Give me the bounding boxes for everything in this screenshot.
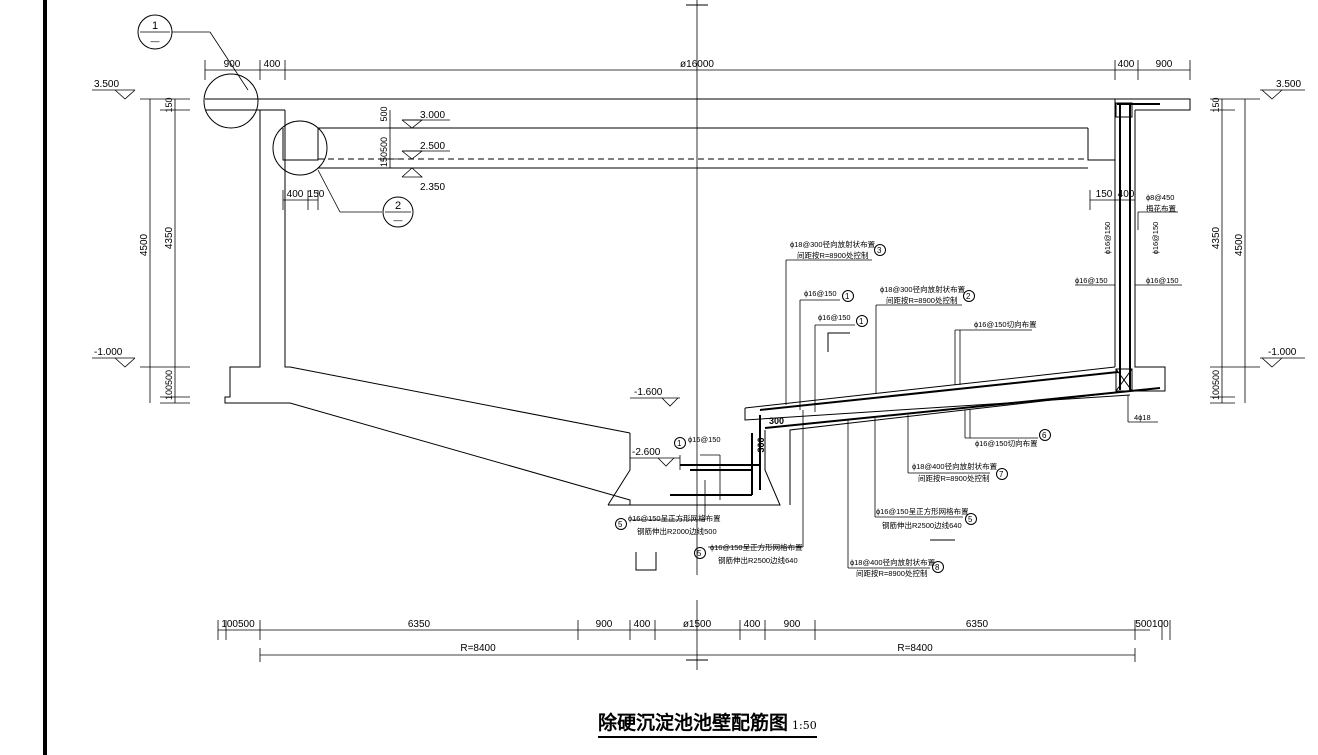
rebar-1b-num: 1: [859, 317, 864, 326]
detail-callout-2-label: 2: [395, 200, 401, 212]
dim-v4500-left: 4500: [139, 233, 150, 256]
rebar-6-num: 6: [1042, 431, 1047, 440]
dim-v4350-right: 4350: [1211, 226, 1222, 249]
rebar-5b-line1: ɸ16@150呈正方形网格布置: [710, 542, 803, 552]
dim-bot-900-left: 900: [596, 619, 613, 630]
elevation-sump-top: -1.600: [634, 387, 663, 398]
dim-diameter: ø16000: [680, 59, 714, 70]
rebar-mark-circles: [615, 244, 1051, 573]
rebar-8-num: 8: [935, 563, 940, 572]
dim-bot-6350-right: 6350: [966, 619, 989, 630]
dim-v150-right: 150: [1211, 97, 1221, 112]
rebar-7-num: 7: [999, 470, 1004, 479]
dim-v150500: 150500: [379, 137, 389, 167]
rebar-6-tangential: ɸ16@150切向布置: [975, 438, 1038, 448]
drawing-title-text: 除硬沉淀池池壁配筋图: [598, 712, 789, 734]
elevation-3000: 3.000: [420, 110, 445, 121]
dim-bot-400-left: 400: [634, 619, 651, 630]
dim-radius-left: R=8400: [460, 643, 496, 654]
dimension-lines: [140, 60, 1260, 662]
elevation-sump-bottom: -2.600: [632, 447, 661, 458]
dim-top-900-right: 900: [1156, 59, 1173, 70]
detail-callout-1-sub: —: [151, 36, 160, 46]
rebar-lines: [670, 102, 1161, 500]
rebar-sump-num: 1: [677, 439, 682, 448]
tank-section-outline: [205, 98, 1191, 506]
rebar-5a-line2: 钢筋伸出R2000边线500: [637, 526, 717, 536]
dim-bot-900-right: 900: [784, 619, 801, 630]
dim-top-900-left: 900: [224, 59, 241, 70]
rebar-7-line1: ɸ18@400径向放射状布置: [912, 461, 998, 471]
elevation-labels: 3.500 3.500 3.000 2.500 2.350 -1.000 -1.…: [94, 79, 1301, 458]
rebar-8-450-line1: ɸ8@450: [1146, 193, 1174, 202]
rebar-5a-line1: ɸ16@150呈正方形网格布置: [628, 513, 721, 523]
rebar-1b: ɸ16@150: [818, 313, 851, 322]
dim-v500: 500: [379, 106, 389, 121]
rebar-corner-bars: 4ɸ18: [1134, 413, 1151, 422]
dim-bot-100500: 100500: [221, 619, 255, 630]
dim-bot-400-right: 400: [744, 619, 761, 630]
drawing-scale: 1:50: [792, 719, 817, 732]
elevation-right-top: 3.500: [1276, 79, 1301, 90]
elevation-right-ground: -1.000: [1268, 347, 1297, 358]
detail-callout-1-label: 1: [152, 20, 158, 32]
dim-bot-6350-left: 6350: [408, 619, 431, 630]
dim-gutter-150: 150: [308, 189, 325, 200]
rebar-2-num: 2: [966, 292, 971, 301]
elevation-2350: 2.350: [420, 182, 445, 193]
dim-bot-500100: 500100: [1135, 619, 1169, 630]
dim-top-400-right: 400: [1118, 59, 1135, 70]
rebar-labels: ɸ18@300径向放射状布置 间距按R=8900处控制 3 ɸ16@150 1 …: [618, 193, 1179, 578]
rebar-sump: ɸ16@150: [688, 435, 721, 444]
dim-top-400-left: 400: [264, 59, 281, 70]
rebar-8-line2: 间距按R=8900处控制: [856, 568, 927, 578]
leader-lines: [632, 211, 1182, 571]
dim-gutter-r150: 150: [1096, 189, 1113, 200]
rebar-1a: ɸ16@150: [804, 289, 837, 298]
elevation-left-ground: -1.000: [94, 347, 123, 358]
rebar-8-line1: ɸ18@400径向放射状布置: [850, 557, 936, 567]
rebar-tangential-top: ɸ16@150切向布置: [974, 319, 1037, 329]
elevation-markers: [92, 89, 1305, 467]
dim-gutter-400: 400: [287, 189, 304, 200]
rebar-5b-num: 5: [697, 549, 702, 558]
rebar-wall-horizontal-right: ɸ16@150: [1146, 276, 1179, 285]
dim-v150-left: 150: [164, 97, 174, 112]
dim-slab-300: 300: [769, 416, 784, 426]
elevation-left-top: 3.500: [94, 79, 119, 90]
rebar-5b-line2: 钢筋伸出R2500边线640: [718, 555, 798, 565]
rebar-3-num: 3: [877, 246, 882, 255]
rebar-5c-num: 5: [968, 515, 973, 524]
rebar-wall-vertical-left: ɸ16@150: [1103, 222, 1112, 255]
rebar-7-line2: 间距按R=8900处控制: [918, 473, 989, 483]
callout-labels: 1 — 2 —: [151, 20, 403, 225]
rebar-3-line1: ɸ18@300径向放射状布置: [790, 239, 876, 249]
dim-v100500-right: 100500: [1211, 370, 1221, 400]
rebar-8-450-line2: 梅花布置: [1146, 203, 1176, 213]
rebar-5a-num: 5: [618, 520, 623, 529]
dim-gutter-r400: 400: [1118, 189, 1135, 200]
rebar-wall-horizontal-left: ɸ16@150: [1075, 276, 1108, 285]
dimension-labels: 900 400 ø16000 400 900 150 4500 4350 100…: [139, 59, 1245, 654]
rebar-5c-line2: 钢筋伸出R2500边线640: [882, 520, 962, 530]
rebar-3-line2: 间距按R=8900处控制: [797, 250, 868, 260]
rebar-2-line2: 间距按R=8900处控制: [886, 295, 957, 305]
rebar-1a-num: 1: [845, 292, 850, 301]
dim-v4350-left: 4350: [164, 226, 175, 249]
dim-bot-center: ø1500: [683, 619, 712, 630]
rebar-wall-vertical-right: ɸ16@150: [1151, 222, 1160, 255]
dim-v100500-left: 100500: [164, 370, 174, 400]
dim-wall-300: 300: [756, 437, 766, 452]
rebar-5c-line1: ɸ16@150呈正方形网格布置: [876, 506, 969, 516]
elevation-2500: 2.500: [420, 141, 445, 152]
dim-v4500-right: 4500: [1234, 233, 1245, 256]
center-axis: [686, 0, 708, 670]
rebar-2-line1: ɸ18@300径向放射状布置: [880, 284, 966, 294]
detail-callouts: [137, 14, 414, 228]
detail-callout-2-sub: —: [394, 215, 403, 225]
dim-radius-right: R=8400: [897, 643, 933, 654]
